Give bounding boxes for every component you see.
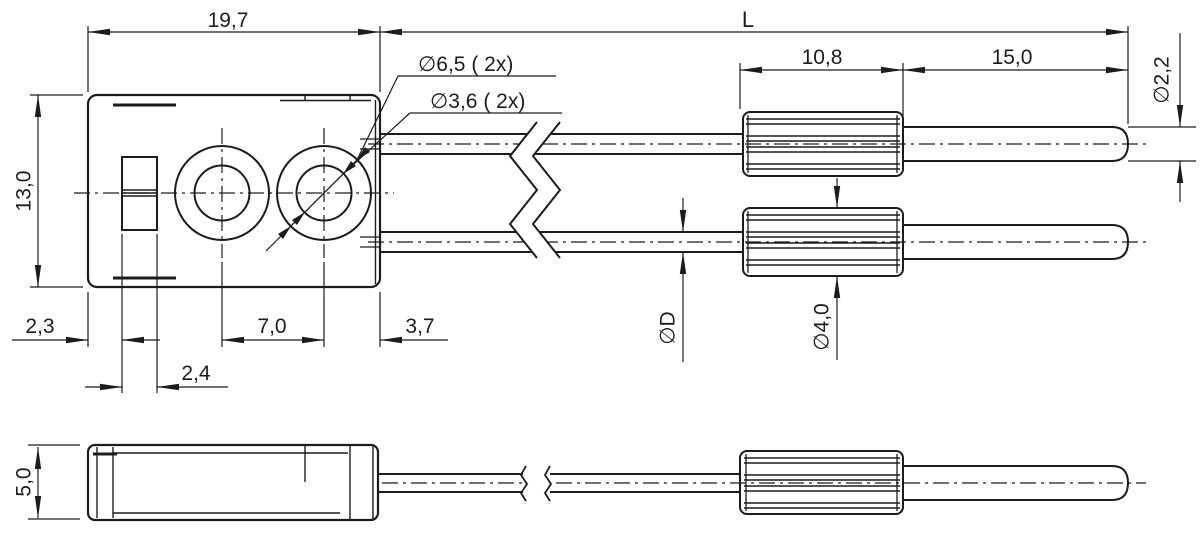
knurl-lines (746, 214, 900, 266)
fiber-center-lines (368, 143, 1146, 243)
dimension-lines (12, 28, 1184, 518)
label-left-offset: 2,3 (25, 315, 54, 338)
label-ferrule-diameter: ∅4,0 (811, 303, 834, 351)
label-tip-diameter: ∅2,2 (1151, 56, 1174, 104)
label-right-offset: 3,7 (405, 315, 434, 338)
side-head-outline (86, 443, 380, 522)
tip-upper (903, 126, 1130, 162)
head-outline (86, 93, 382, 289)
ferrule-lower (742, 207, 904, 277)
label-head-width: 19,7 (208, 9, 249, 32)
break-zigzag-left (508, 121, 539, 259)
break-zigzag-right (531, 121, 562, 259)
break-mask (510, 122, 560, 258)
fiber-assembly (368, 111, 1146, 277)
label-hole-pitch: 7,0 (257, 315, 286, 338)
label-hole-inner: ∅3,6 ( 2x) (430, 90, 525, 113)
label-head-height: 13,0 (13, 171, 36, 212)
label-hole-outer: ∅6,5 ( 2x) (418, 53, 513, 76)
knurl-lines (744, 457, 900, 509)
label-tip-length: 15,0 (992, 46, 1033, 69)
ferrule-side (739, 450, 904, 515)
knurl-lines (746, 118, 900, 170)
label-slot-width: 2,4 (181, 362, 211, 385)
fiber-cables (380, 133, 743, 253)
label-total-length: L (742, 7, 754, 32)
dimension-text: 19,7 L 10,8 15,0 ∅6,5 ( 2x) ∅3,6 ( 2x) 1… (13, 7, 1174, 497)
hole-leaders (265, 75, 562, 252)
front-view (74, 93, 394, 289)
dimensions (12, 26, 1196, 520)
ferrule-upper (742, 111, 904, 177)
label-cable-diameter: ∅D (657, 311, 680, 344)
side-break-left (519, 465, 529, 502)
leader-arrowheads (278, 147, 370, 239)
tip-side (903, 465, 1130, 501)
label-ferrule-length: 10,8 (802, 46, 843, 69)
side-view (86, 443, 1146, 522)
cable-exit-stubs (360, 138, 379, 248)
side-break-right (543, 465, 553, 502)
label-thickness: 5,0 (13, 467, 36, 496)
side-head-details (93, 446, 374, 519)
tip-lower (903, 224, 1130, 260)
side-break-mask (523, 462, 550, 503)
